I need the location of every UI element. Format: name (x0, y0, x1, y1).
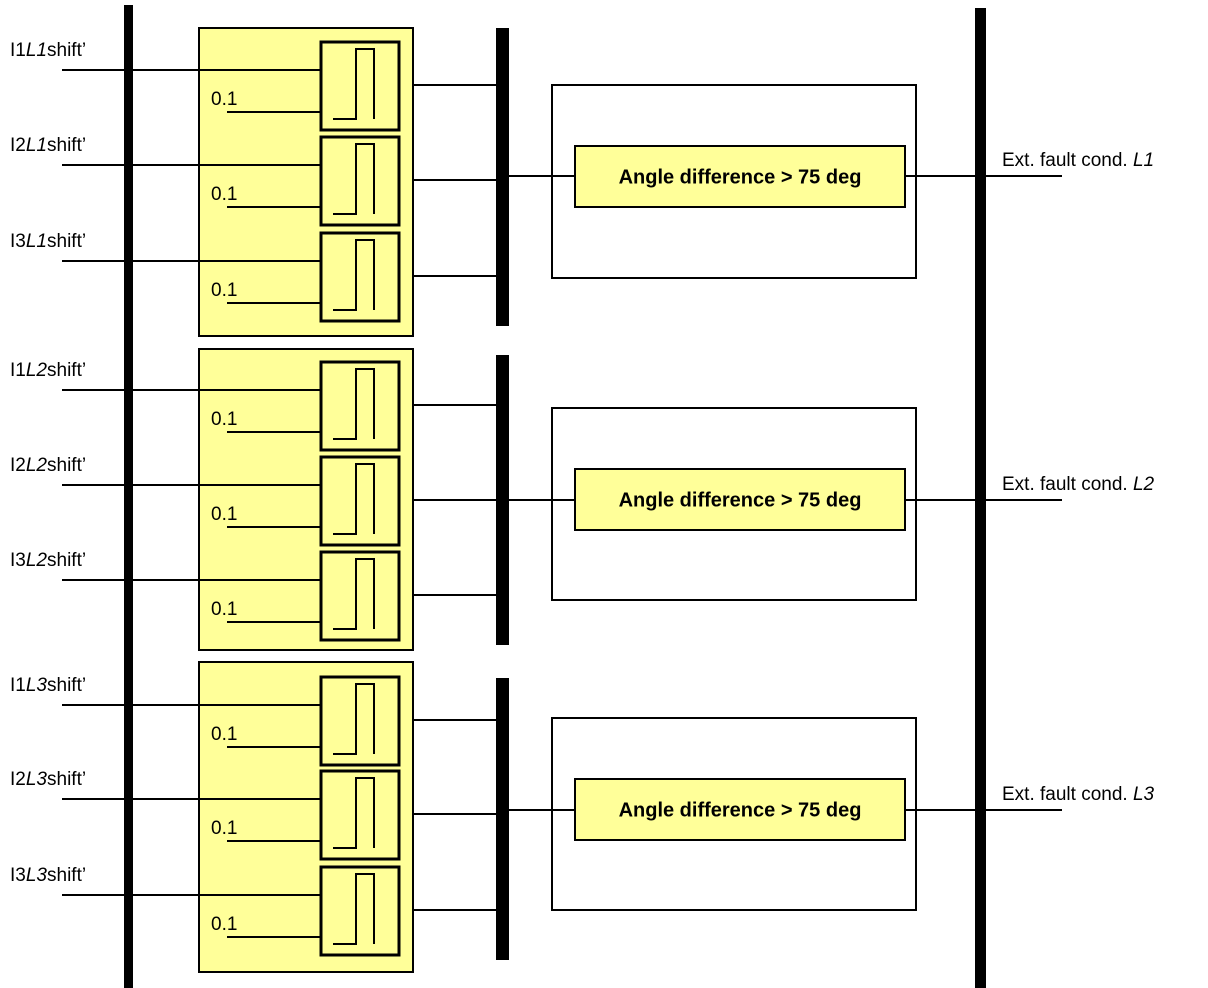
step-function-icon (333, 48, 375, 120)
comparator-block (319, 360, 401, 452)
threshold-label: 0.1 (211, 504, 237, 525)
angle-difference-label: Angle difference > 75 deg (619, 800, 862, 822)
step-function-icon (333, 777, 375, 849)
step-function-icon (333, 873, 375, 945)
step-function-icon (333, 463, 375, 535)
threshold-label: 0.1 (211, 280, 237, 301)
input-label: I2L1shift’ (10, 135, 86, 156)
comparator-block (319, 550, 401, 642)
collector-bar-1 (496, 28, 509, 326)
input-label: I3L1shift’ (10, 231, 86, 252)
comparator-block (319, 675, 401, 767)
threshold-label: 0.1 (211, 409, 237, 430)
comparator-block (319, 135, 401, 227)
threshold-label: 0.1 (211, 818, 237, 839)
input-label: I2L2shift’ (10, 455, 86, 476)
output-label: Ext. fault cond. L1 (1002, 150, 1154, 171)
input-label: I1L2shift’ (10, 360, 86, 381)
step-function-icon (333, 239, 375, 311)
threshold-label: 0.1 (211, 599, 237, 620)
angle-difference-block-2 (574, 468, 906, 531)
input-label: I3L3shift’ (10, 865, 86, 886)
threshold-label: 0.1 (211, 89, 237, 110)
comparator-block (319, 769, 401, 861)
left-input-bus (124, 5, 133, 988)
step-function-icon (333, 683, 375, 755)
comparator-block (319, 865, 401, 957)
angle-difference-block-1 (574, 145, 906, 208)
comparator-block (319, 40, 401, 132)
step-function-icon (333, 143, 375, 215)
comparator-block (319, 231, 401, 323)
threshold-label: 0.1 (211, 184, 237, 205)
angle-frame-3 (551, 717, 917, 911)
threshold-label: 0.1 (211, 914, 237, 935)
input-label: I2L3shift’ (10, 769, 86, 790)
angle-difference-label: Angle difference > 75 deg (619, 167, 862, 189)
comparator-block (319, 455, 401, 547)
angle-frame-2 (551, 407, 917, 601)
input-label: I3L2shift’ (10, 550, 86, 571)
angle-frame-1 (551, 84, 917, 279)
input-label: I1L3shift’ (10, 675, 86, 696)
collector-bar-3 (496, 678, 509, 960)
collector-bar-2 (496, 355, 509, 645)
right-output-bus (975, 8, 986, 988)
step-function-icon (333, 368, 375, 440)
input-label: I1L1shift’ (10, 40, 86, 61)
threshold-label: 0.1 (211, 724, 237, 745)
angle-difference-label: Angle difference > 75 deg (619, 490, 862, 512)
output-label: Ext. fault cond. L3 (1002, 784, 1155, 805)
step-function-icon (333, 558, 375, 630)
output-label: Ext. fault cond. L2 (1002, 474, 1155, 495)
